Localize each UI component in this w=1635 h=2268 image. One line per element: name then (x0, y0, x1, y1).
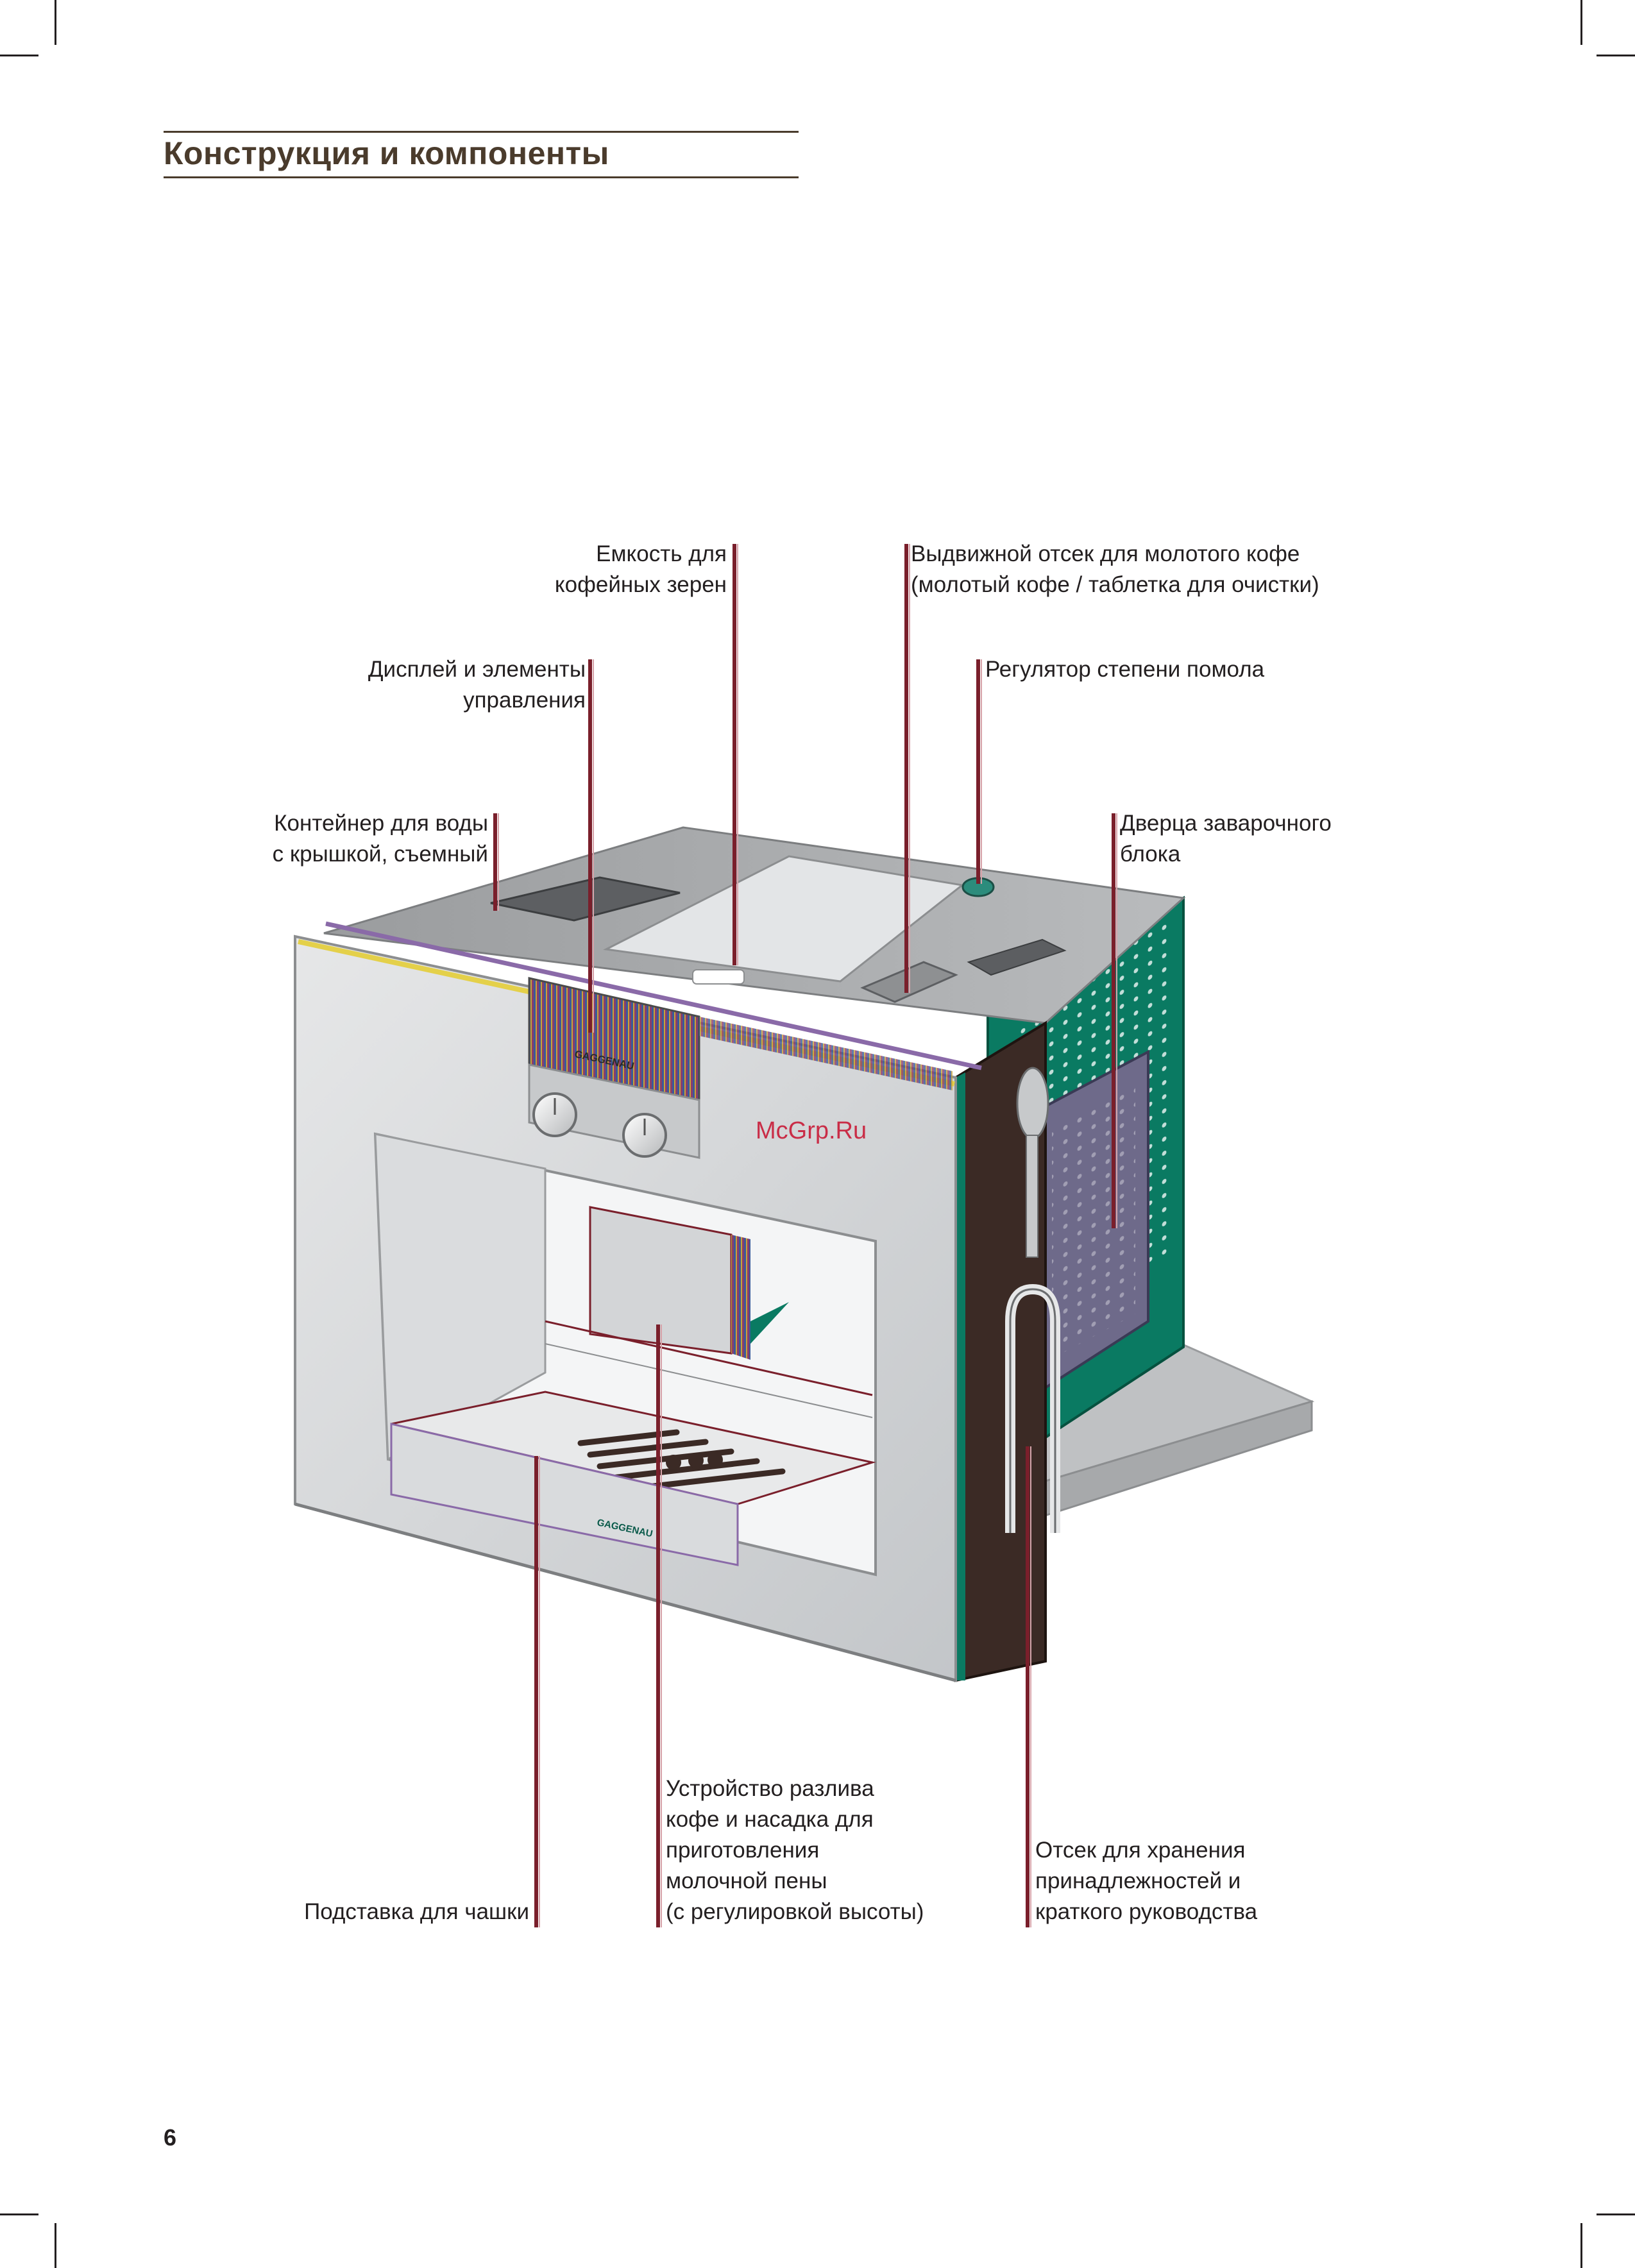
crop-mark-bottom-left-v (55, 2223, 56, 2268)
crop-mark-top-right-v (1580, 0, 1582, 45)
crop-mark-bottom-left-h (0, 2213, 38, 2215)
page-title: Конструкция и компоненты (164, 135, 609, 171)
crop-mark-bottom-right-h (1597, 2213, 1635, 2215)
crop-mark-top-right-h (1597, 55, 1635, 56)
page-number: 6 (164, 2124, 177, 2151)
title-rule-top (164, 131, 799, 133)
callout-brew-door: Дверца заварочного блока (1120, 811, 1332, 867)
leader-lines (493, 544, 1115, 1927)
water-tank-slot (490, 876, 681, 922)
callout-accessory-compartment: Отсек для хранения принадлежностей и кра… (1035, 1838, 1258, 1924)
watermark: McGrp.Ru (756, 1117, 867, 1144)
callout-water-tank: Контейнер для воды с крышкой, съемный (272, 811, 488, 867)
callout-ground-drawer: Выдвижной отсек для молотого кофе (молот… (911, 541, 1319, 597)
tray-slots (577, 1429, 786, 1493)
callout-display-controls: Дисплей и элементы управления (368, 657, 586, 713)
title-rule-bottom (164, 176, 799, 178)
callout-grind-regulator: Регулятор степени помола (985, 657, 1265, 682)
callout-bean-container: Емкость для кофейных зерен (554, 541, 727, 597)
callout-cup-stand: Подставка для чашки (304, 1899, 529, 1924)
crop-mark-top-left-v (55, 0, 56, 45)
callout-dispenser: Устройство разлива кофе и насадка для пр… (666, 1776, 924, 1924)
crop-mark-top-left-h (0, 55, 38, 56)
crop-mark-bottom-right-v (1580, 2223, 1582, 2268)
